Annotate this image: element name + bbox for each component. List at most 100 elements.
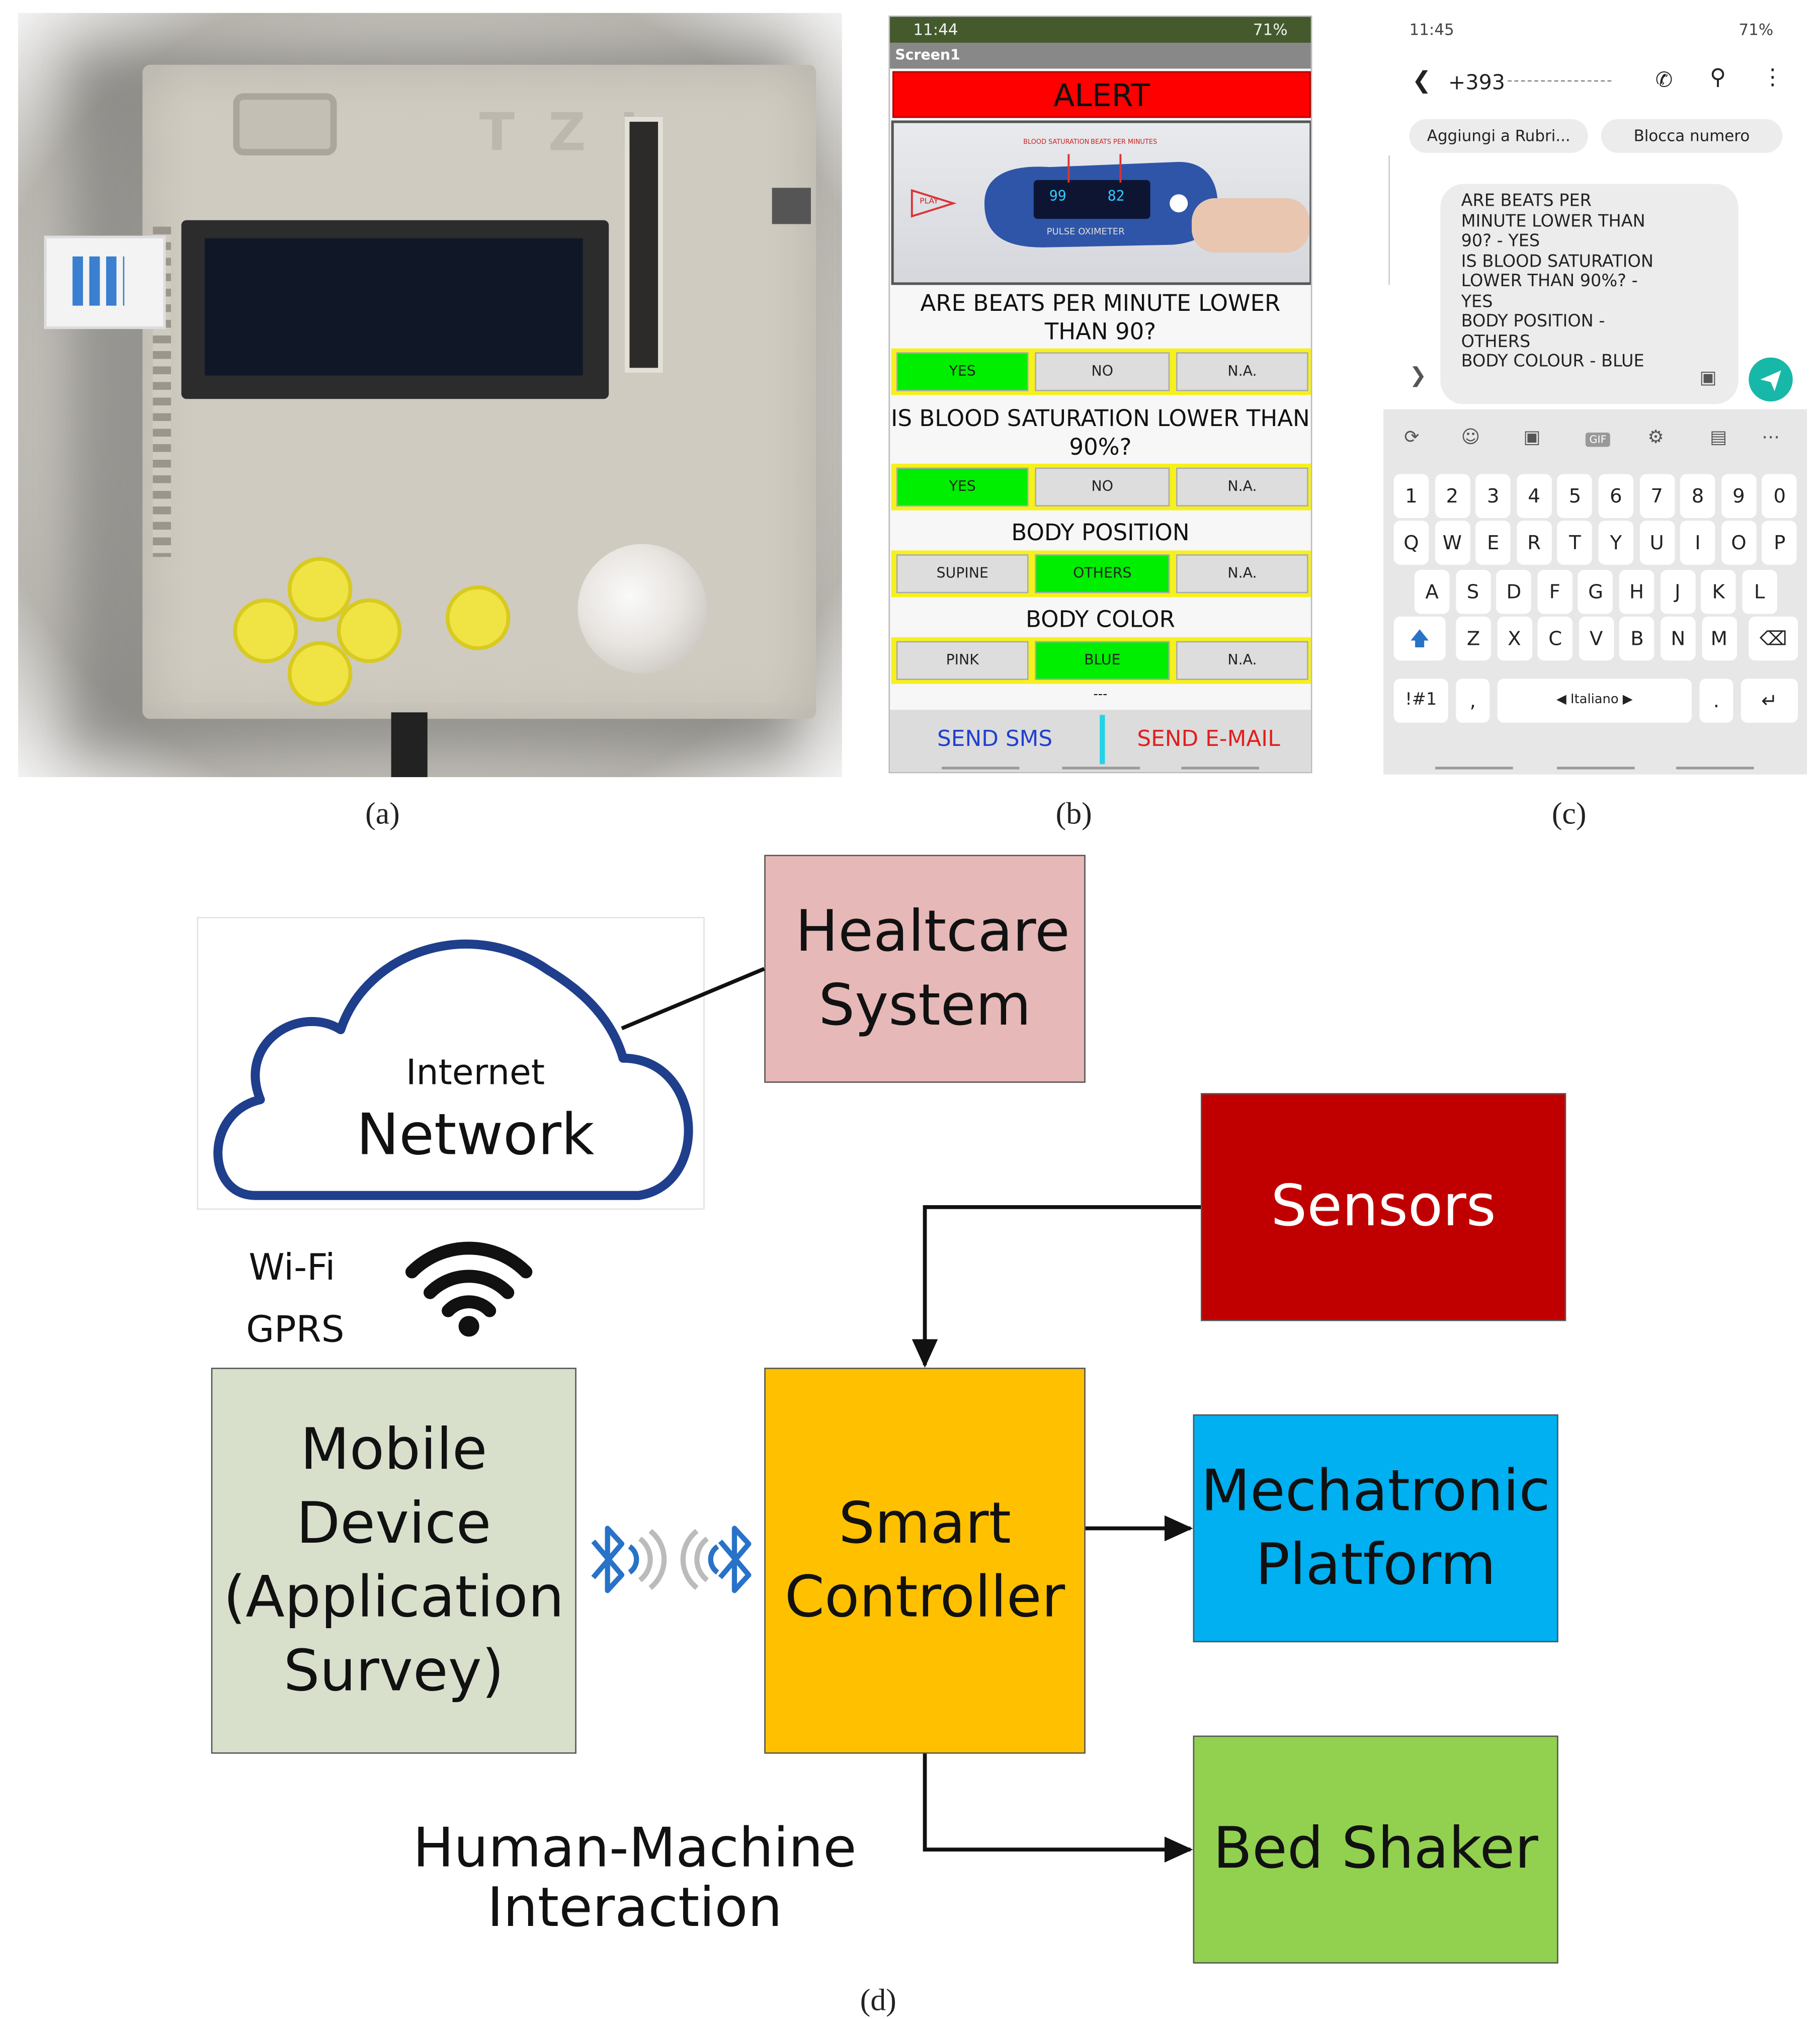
symbols-key[interactable]: !#1 — [1393, 679, 1448, 723]
caption-a: (a) — [365, 798, 400, 832]
clipboard-icon[interactable]: ▤ — [1710, 427, 1727, 448]
smart-controller-device: T Z I — [142, 64, 816, 719]
enter-key-icon[interactable]: ↵ — [1741, 679, 1798, 723]
key-w[interactable]: W — [1435, 521, 1470, 565]
hmi-label: Human-Machine Interaction — [412, 1816, 857, 1939]
sticker-tool-icon[interactable]: ▣ — [1523, 427, 1541, 448]
key-t[interactable]: T — [1557, 521, 1593, 565]
gif-icon[interactable]: GIF — [1585, 433, 1611, 447]
comma-key[interactable]: , — [1456, 679, 1490, 723]
key-8[interactable]: 8 — [1680, 474, 1715, 518]
nav-recent-icon[interactable] — [942, 767, 1020, 770]
expand-icon[interactable]: ❯ — [1409, 363, 1427, 387]
option-yes[interactable]: YES — [896, 352, 1029, 391]
more-tools-icon[interactable]: ⋯ — [1762, 427, 1780, 448]
sensors-box: Sensors — [1201, 1093, 1566, 1321]
option-blue[interactable]: BLUE — [1035, 641, 1170, 680]
back-arrow-icon[interactable]: ❮ — [1412, 67, 1432, 95]
key-q[interactable]: Q — [1393, 521, 1429, 565]
device-button-right — [337, 598, 402, 663]
key-h[interactable]: H — [1619, 570, 1654, 614]
key-v[interactable]: V — [1579, 616, 1614, 661]
key-k[interactable]: K — [1701, 570, 1736, 614]
translate-icon[interactable]: ⟳ — [1404, 427, 1420, 448]
option-no[interactable]: NO — [1035, 467, 1170, 507]
mobile-device-label: Mobile Device (Application Survey) — [223, 1416, 564, 1705]
nav-home-icon[interactable] — [1062, 767, 1140, 770]
key-r[interactable]: R — [1516, 521, 1552, 565]
search-icon[interactable]: ⚲ — [1710, 64, 1726, 91]
sticker-icon[interactable]: ▣ — [1699, 368, 1717, 389]
send-message-button[interactable] — [1749, 357, 1793, 402]
add-contact-chip[interactable]: Aggiungi a Rubri... — [1409, 119, 1588, 153]
emoji-icon[interactable]: ☺ — [1461, 427, 1480, 448]
key-s[interactable]: S — [1455, 570, 1491, 614]
smart-controller-label: Smart Controller — [784, 1490, 1065, 1631]
key-p[interactable]: P — [1762, 521, 1797, 565]
key-n[interactable]: N — [1661, 616, 1696, 661]
key-3[interactable]: 3 — [1475, 474, 1511, 518]
key-z[interactable]: Z — [1456, 616, 1491, 661]
key-u[interactable]: U — [1639, 521, 1675, 565]
key-2[interactable]: 2 — [1435, 474, 1470, 518]
mobile-device-box: Mobile Device (Application Survey) — [211, 1368, 576, 1754]
nav-home-icon[interactable] — [1557, 767, 1635, 770]
option-yes[interactable]: YES — [896, 467, 1029, 507]
backspace-key-icon[interactable]: ⌫ — [1749, 616, 1798, 661]
option-others[interactable]: OTHERS — [1035, 554, 1170, 594]
key-i[interactable]: I — [1680, 521, 1715, 565]
key-d[interactable]: D — [1496, 570, 1532, 614]
key-j[interactable]: J — [1660, 570, 1695, 614]
period-key[interactable]: . — [1699, 679, 1733, 723]
key-y[interactable]: Y — [1598, 521, 1634, 565]
send-sms-button[interactable]: SEND SMS — [937, 726, 1053, 753]
key-b[interactable]: B — [1619, 616, 1655, 661]
wifi-label: Wi-Fi — [249, 1246, 336, 1289]
device-button-down — [287, 641, 353, 706]
answer-row-color: PINK BLUE N.A. — [891, 637, 1311, 684]
nav-recent-icon[interactable] — [1435, 767, 1513, 770]
option-supine[interactable]: SUPINE — [896, 554, 1029, 594]
key-m[interactable]: M — [1701, 616, 1737, 661]
key-e[interactable]: E — [1475, 521, 1511, 565]
oximeter-video[interactable]: BLOOD SATURATION BEATS PER MINUTES PLAY … — [891, 120, 1311, 285]
option-pink[interactable]: PINK — [896, 641, 1029, 680]
settings-gear-icon[interactable]: ⚙ — [1647, 427, 1664, 448]
key-0[interactable]: 0 — [1762, 474, 1797, 518]
option-no[interactable]: NO — [1035, 352, 1170, 391]
key-5[interactable]: 5 — [1557, 474, 1593, 518]
status-time: 11:44 — [913, 21, 958, 39]
video-spo2-reading: 99 — [1049, 188, 1066, 205]
call-icon[interactable]: ✆ — [1655, 67, 1673, 92]
shift-key-icon[interactable]: 🡅 — [1393, 616, 1446, 661]
key-x[interactable]: X — [1497, 616, 1532, 661]
option-na[interactable]: N.A. — [1176, 352, 1308, 391]
video-label-saturation: BLOOD SATURATION — [1023, 138, 1090, 146]
nav-back-icon[interactable] — [1676, 767, 1754, 770]
bluetooth-link-icon — [591, 1526, 752, 1593]
key-4[interactable]: 4 — [1516, 474, 1552, 518]
key-9[interactable]: 9 — [1721, 474, 1757, 518]
controller-to-bedshaker-arrow — [923, 1753, 1193, 1863]
key-a[interactable]: A — [1414, 570, 1450, 614]
block-number-chip[interactable]: Blocca numero — [1601, 119, 1783, 153]
healthcare-system-box: Healtcare System — [764, 855, 1086, 1083]
space-key[interactable]: ◀ Italiano ▶ — [1497, 679, 1692, 723]
option-na[interactable]: N.A. — [1176, 467, 1308, 507]
key-f[interactable]: F — [1537, 570, 1573, 614]
key-7[interactable]: 7 — [1639, 474, 1675, 518]
key-c[interactable]: C — [1538, 616, 1573, 661]
key-o[interactable]: O — [1721, 521, 1757, 565]
key-1[interactable]: 1 — [1393, 474, 1429, 518]
more-icon[interactable]: ⋮ — [1762, 64, 1784, 91]
send-icon — [1760, 370, 1781, 391]
nav-back-icon[interactable] — [1181, 767, 1259, 770]
key-g[interactable]: G — [1578, 570, 1613, 614]
device-emboss-text: T Z I — [479, 104, 647, 163]
send-email-button[interactable]: SEND E-MAIL — [1137, 726, 1280, 753]
key-l[interactable]: L — [1742, 570, 1777, 614]
key-6[interactable]: 6 — [1598, 474, 1634, 518]
option-na[interactable]: N.A. — [1176, 554, 1308, 594]
option-na[interactable]: N.A. — [1176, 641, 1308, 680]
scroll-indicator — [1388, 155, 1390, 285]
